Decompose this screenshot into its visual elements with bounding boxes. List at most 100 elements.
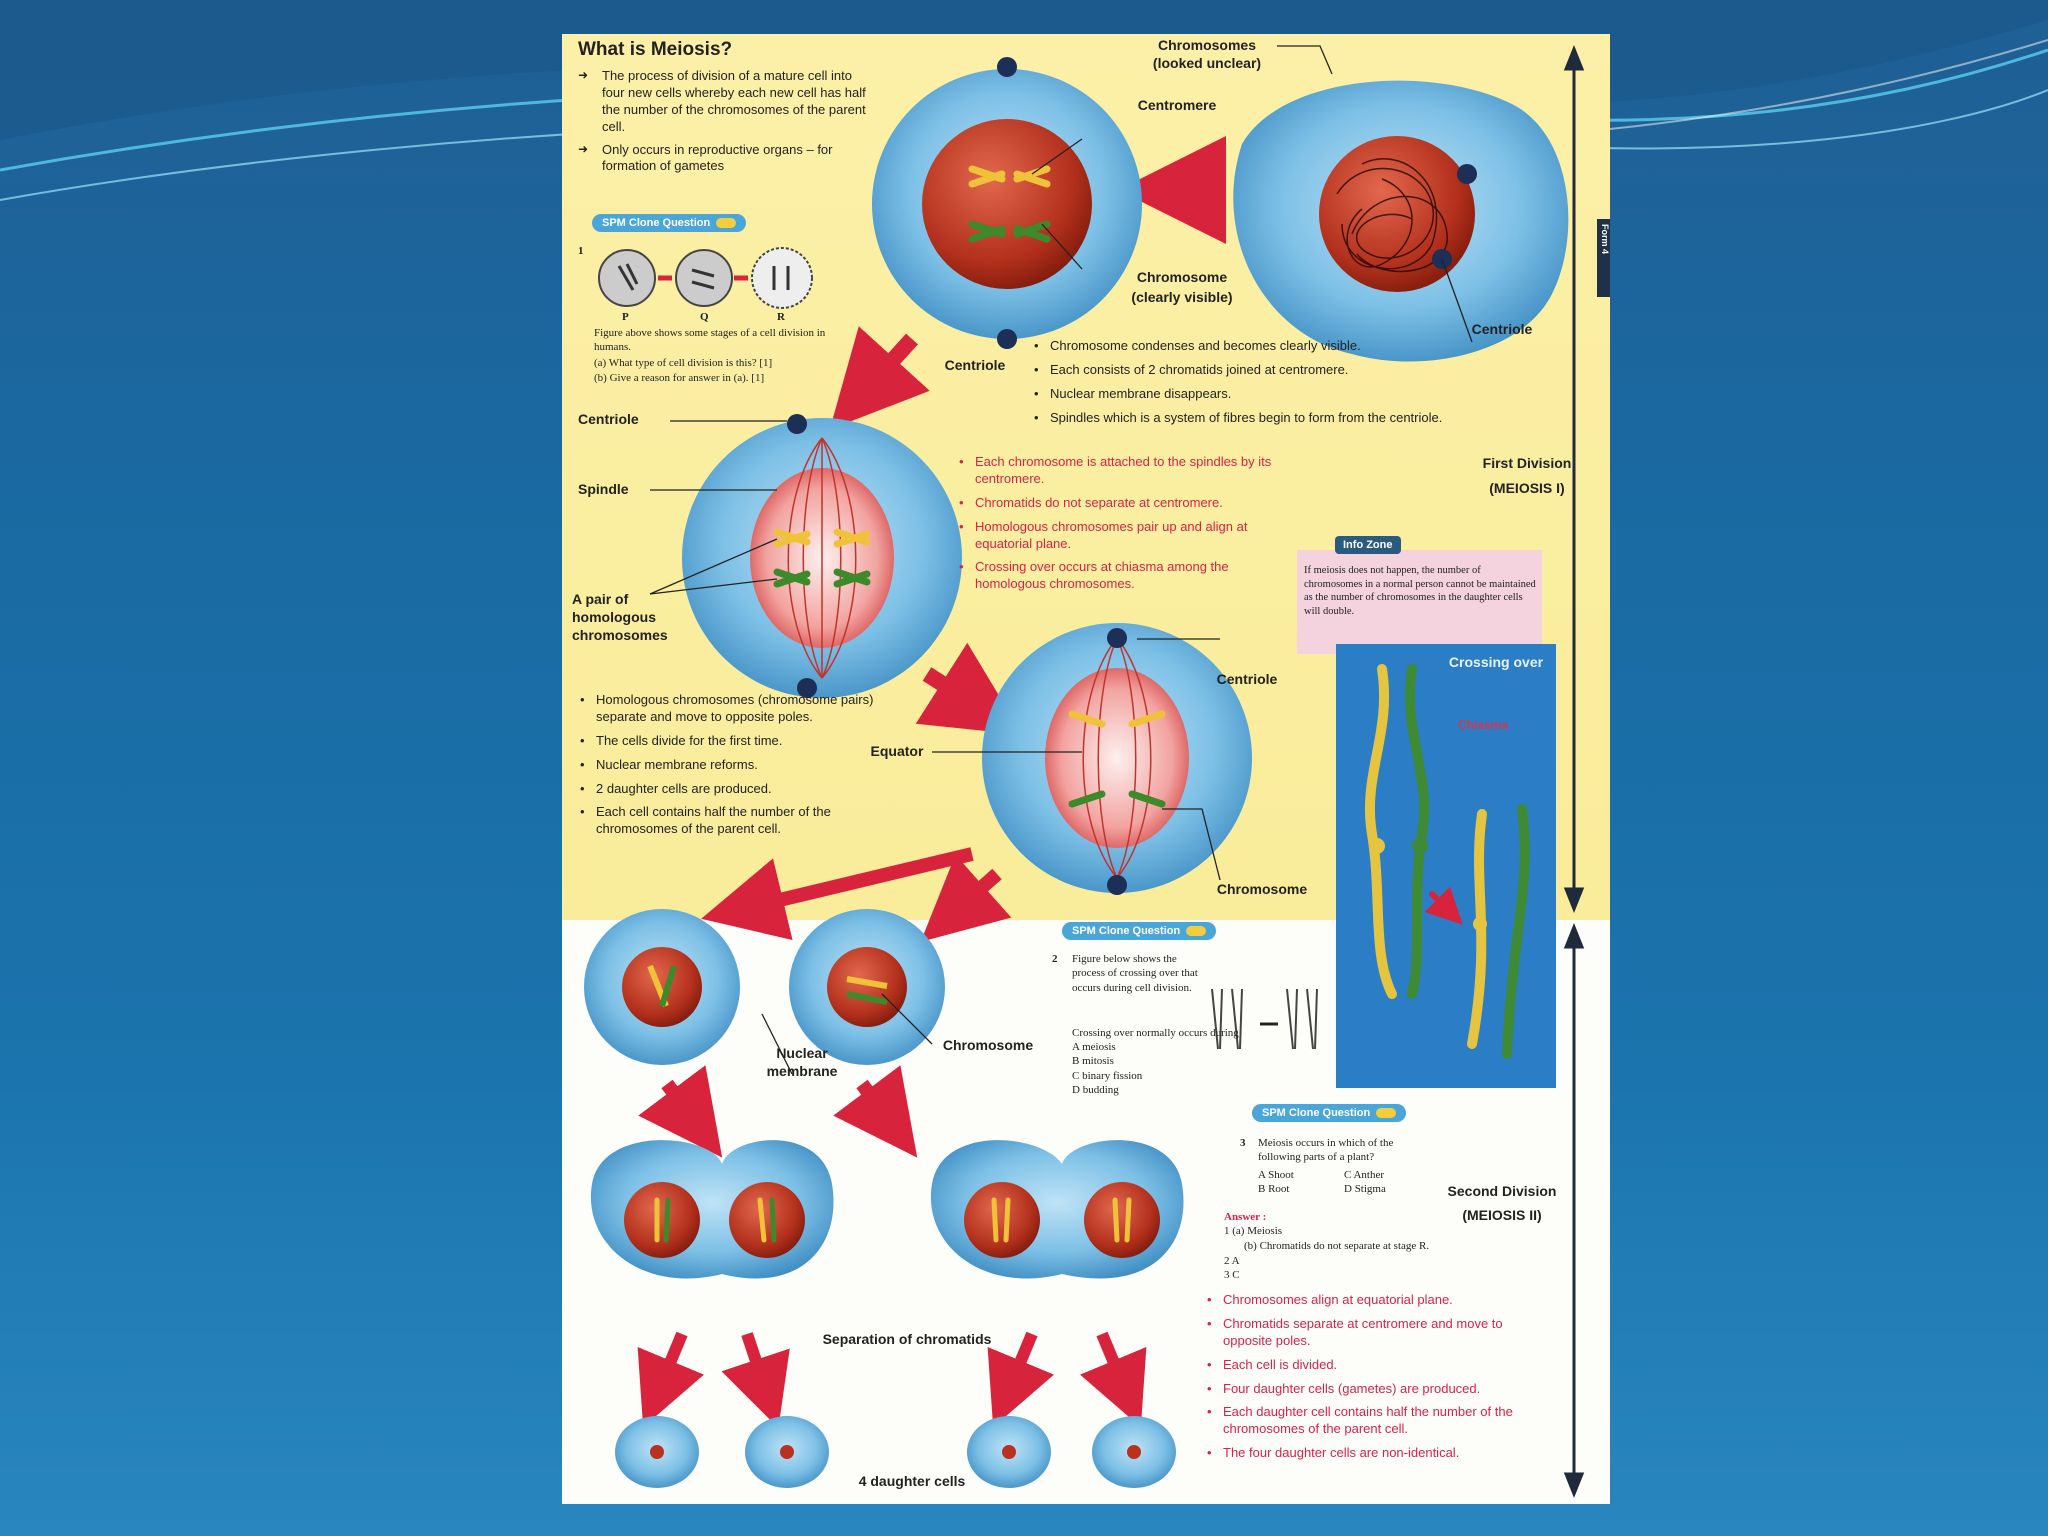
answer-line-2: (b) Chromatids do not separate at stage … [1244, 1239, 1429, 1253]
answer-line-4: 3 C [1224, 1268, 1240, 1282]
q1-text: Figure above shows some stages of a cell… [594, 326, 844, 355]
crossing-over-title: Crossing over [1446, 654, 1546, 670]
dividing-cell-right [931, 1140, 1184, 1278]
meiosis2-point: The four daughter cells are non-identica… [1205, 1445, 1545, 1462]
pill-icon [1376, 1108, 1396, 1118]
label-centriole-right: Centriole [1202, 670, 1292, 688]
answer-heading: Answer : [1224, 1210, 1266, 1224]
q1-stage-q: Q [700, 310, 709, 324]
q1-part-a: (a) What type of cell division is this? … [594, 356, 844, 370]
daughter-cell-right [789, 909, 945, 1065]
q2-option: C binary fission [1072, 1069, 1212, 1083]
q2-prompt: Crossing over normally occurs during [1072, 1026, 1302, 1040]
q1-stage-p: P [622, 310, 629, 324]
anaphase-point: Nuclear membrane reforms. [578, 757, 878, 774]
q1-figure [599, 248, 812, 308]
label-clearly-visible: (clearly visible) [1122, 288, 1242, 306]
meiosis2-point: Each cell is divided. [1205, 1357, 1545, 1374]
q1-number: 1 [578, 244, 584, 258]
label-equator: Equator [857, 742, 937, 760]
metaphase-points: Each chromosome is attached to the spind… [957, 454, 1287, 600]
q3-option-a: A Shoot [1258, 1168, 1328, 1182]
label-looked-unclear: (looked unclear) [1142, 54, 1272, 72]
label-centriole-top: Centriole [1457, 320, 1547, 338]
spm-badge-2: SPM Clone Question [1062, 922, 1216, 940]
q2-option: A meiosis [1072, 1040, 1212, 1054]
dividing-cell-left [591, 1140, 834, 1278]
label-centriole-left: Centriole [578, 410, 668, 428]
meiosis-poster: What is Meiosis? The process of division… [562, 34, 1610, 1504]
q2-options: A meiosis B mitosis C binary fission D b… [1072, 1040, 1212, 1097]
prophase-point: Chromosome condenses and becomes clearly… [1032, 338, 1552, 355]
meiosis2-points: Chromosomes align at equatorial plane. C… [1205, 1292, 1545, 1469]
intro-point: Only occurs in reproductive organs – for… [578, 142, 878, 176]
q2-number: 2 [1052, 952, 1058, 966]
meiosis2-point: Four daughter cells (gametes) are produc… [1205, 1381, 1545, 1398]
label-homologous-pair: A pair of homologous chromosomes [572, 590, 672, 645]
spm-badge-label: SPM [1072, 925, 1096, 937]
metaphase-point: Chromatids do not separate at centromere… [957, 495, 1287, 512]
intro-points: The process of division of a mature cell… [578, 68, 878, 181]
label-centromere: Centromere [1122, 96, 1232, 114]
metaphase-1-cell [682, 414, 962, 698]
q3-option-b: B Root [1258, 1182, 1328, 1196]
spm-badge-3: SPM Clone Question [1252, 1104, 1406, 1122]
pill-icon [716, 218, 736, 228]
anaphase-point: The cells divide for the first time. [578, 733, 878, 750]
meiosis2-point: Each daughter cell contains half the num… [1205, 1404, 1545, 1438]
prophase-point: Nuclear membrane disappears. [1032, 386, 1552, 403]
metaphase-point: Homologous chromosomes pair up and align… [957, 519, 1287, 553]
label-meiosis-1: (MEIOSIS I) [1467, 479, 1587, 497]
daughter-cell-left [584, 909, 740, 1065]
answer-line-1: 1 (a) Meiosis [1224, 1224, 1282, 1238]
metaphase-point: Crossing over occurs at chiasma among th… [957, 559, 1287, 593]
form-label: Form 4 [1598, 224, 1610, 254]
q3-text: Meiosis occurs in which of the following… [1258, 1136, 1428, 1165]
prophase-point: Spindles which is a system of fibres beg… [1032, 410, 1552, 427]
label-centriole-mid: Centriole [930, 356, 1020, 374]
label-chromosome-visible: Chromosome [1122, 268, 1242, 286]
label-four-daughter: 4 daughter cells [832, 1472, 992, 1490]
q1-stage-r: R [777, 310, 785, 324]
label-chromosome-anaphase: Chromosome [1202, 880, 1322, 898]
spm-badge-label: SPM [602, 217, 626, 229]
meiosis2-point: Chromatids separate at centromere and mo… [1205, 1316, 1545, 1350]
meiosis2-point: Chromosomes align at equatorial plane. [1205, 1292, 1545, 1309]
label-meiosis-2: (MEIOSIS II) [1432, 1206, 1572, 1224]
pill-icon [1186, 926, 1206, 936]
label-nuclear-membrane: Nuclear membrane [752, 1044, 852, 1080]
anaphase-points: Homologous chromosomes (chromosome pairs… [578, 692, 878, 845]
label-separation: Separation of chromatids [792, 1330, 1022, 1348]
spm-badge-label: SPM [1262, 1107, 1286, 1119]
info-zone-title: Info Zone [1335, 536, 1401, 554]
spm-badge-sub: Clone Question [1289, 1107, 1370, 1119]
anaphase-1-cell [982, 623, 1252, 895]
info-zone-text: If meiosis does not happen, the number o… [1304, 564, 1536, 619]
prophase-point: Each consists of 2 chromatids joined at … [1032, 362, 1552, 379]
q2-option: D budding [1072, 1083, 1212, 1097]
spm-badge-sub: Clone Question [1099, 925, 1180, 937]
prophase-points: Chromosome condenses and becomes clearly… [1032, 338, 1552, 434]
q1-part-b: (b) Give a reason for answer in (a). [1] [594, 371, 844, 385]
early-cell [872, 57, 1142, 349]
answer-line-3: 2 A [1224, 1254, 1240, 1268]
spm-badge-1: SPM Clone Question [592, 214, 746, 232]
label-spindle: Spindle [578, 480, 658, 498]
q2-text: Figure below shows the process of crossi… [1072, 952, 1202, 995]
intro-point: The process of division of a mature cell… [578, 68, 878, 136]
q3-option-d: D Stigma [1344, 1182, 1414, 1196]
division-arrows [1566, 49, 1582, 1494]
label-first-division: First Division [1467, 454, 1587, 472]
anaphase-point: 2 daughter cells are produced. [578, 781, 878, 798]
intro-title: What is Meiosis? [578, 38, 732, 63]
anaphase-point: Homologous chromosomes (chromosome pairs… [578, 692, 878, 726]
info-zone-label: Info Zone [1343, 539, 1393, 551]
anaphase-point: Each cell contains half the number of th… [578, 804, 878, 838]
label-second-division: Second Division [1432, 1182, 1572, 1200]
q3-option-c: C Anther [1344, 1168, 1414, 1182]
chiasma-label: Chiasma [1458, 718, 1508, 732]
q2-option: B mitosis [1072, 1054, 1212, 1068]
label-chromosomes-unclear: Chromosomes [1142, 36, 1272, 54]
metaphase-point: Each chromosome is attached to the spind… [957, 454, 1287, 488]
spm-badge-sub: Clone Question [629, 217, 710, 229]
